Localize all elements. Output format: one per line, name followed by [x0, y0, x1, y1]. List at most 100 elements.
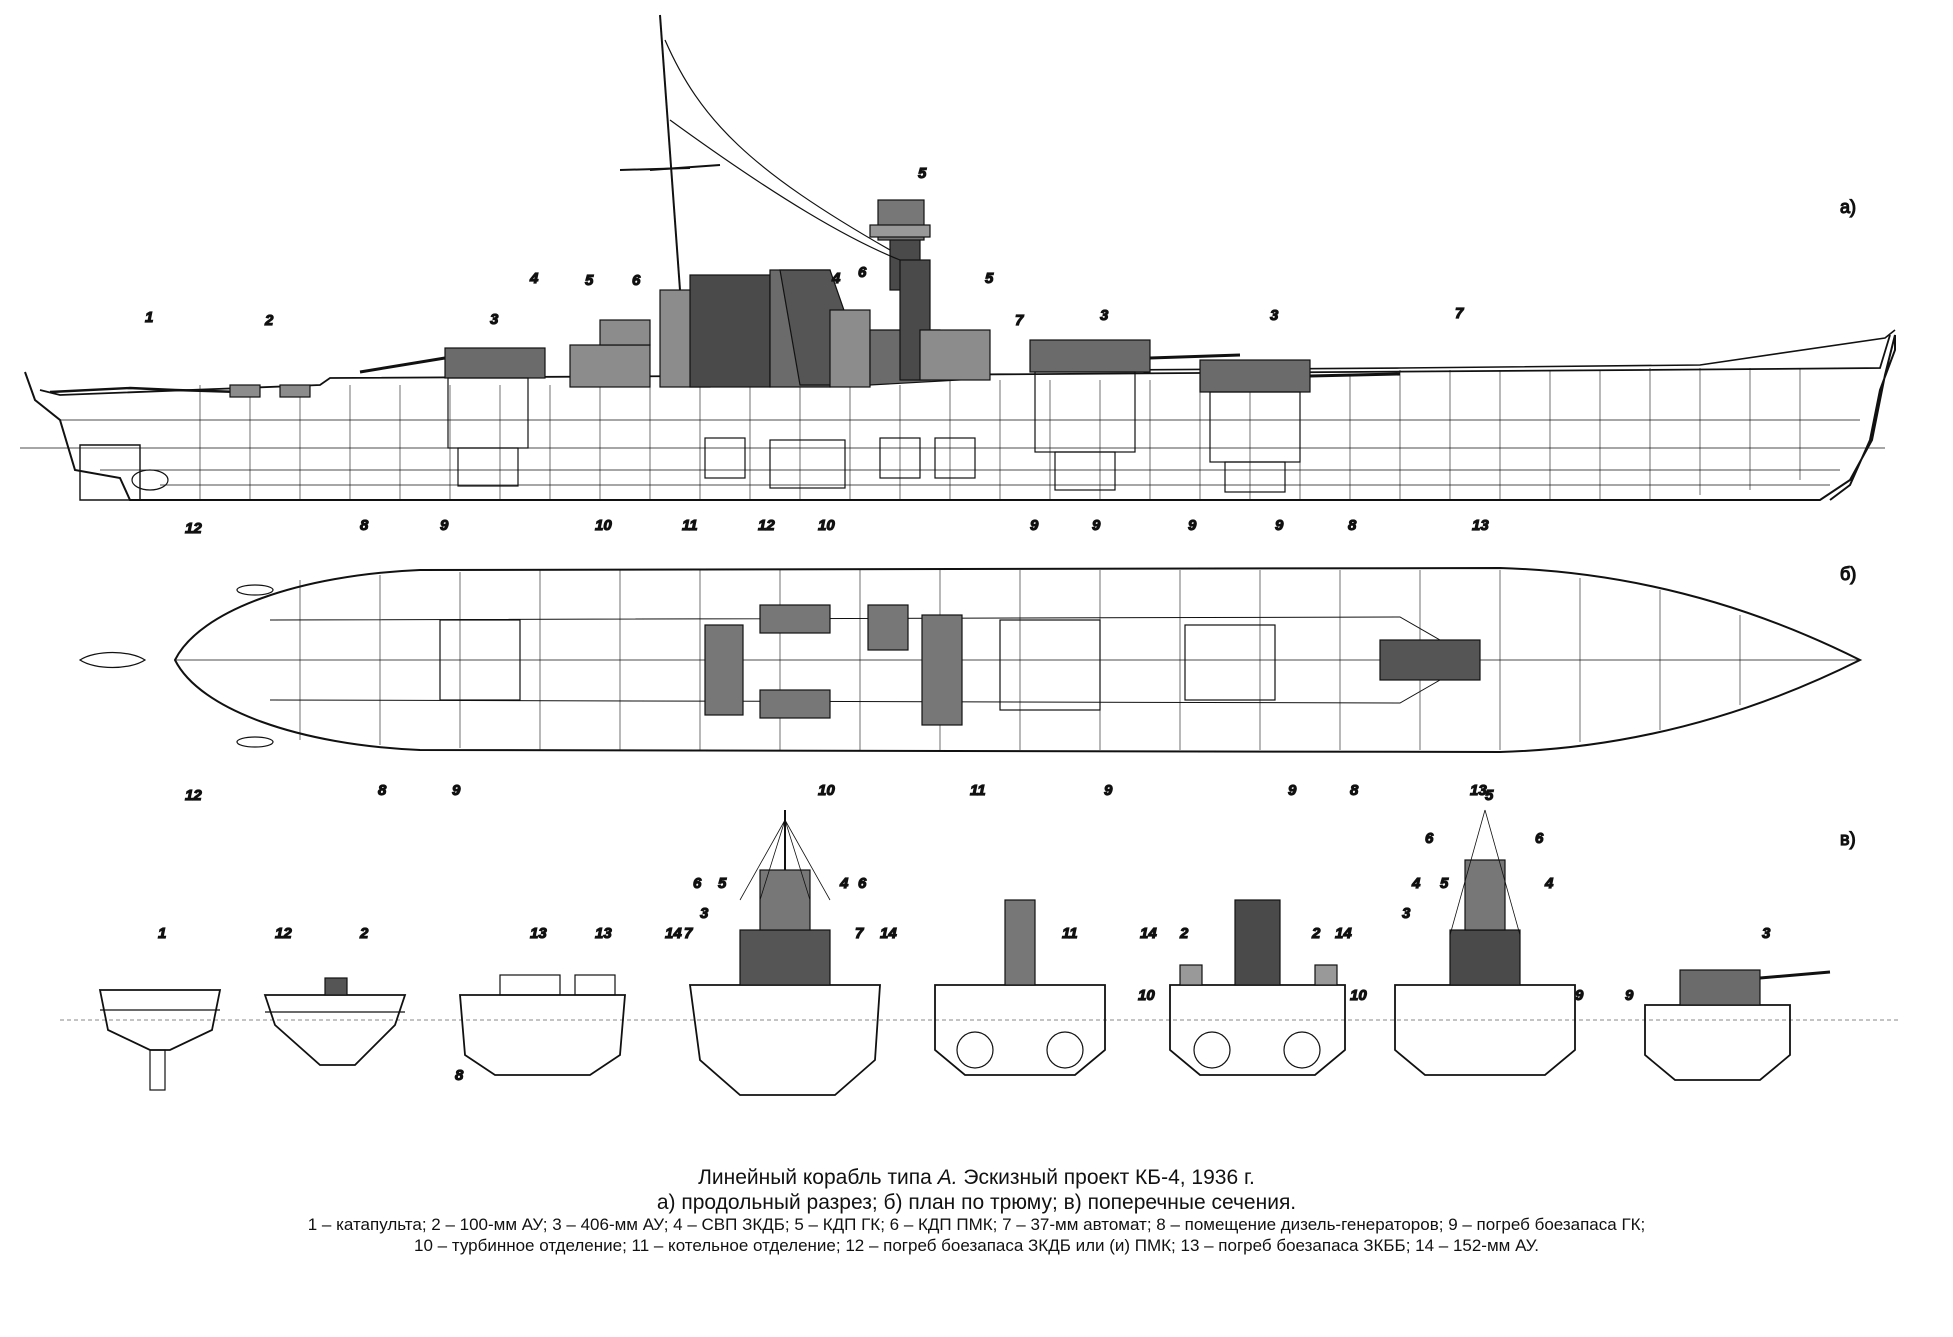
cross-section-8: 3 9	[1624, 924, 1831, 1081]
svg-text:13: 13	[1470, 782, 1487, 799]
svg-text:3: 3	[700, 905, 709, 922]
svg-text:3: 3	[1270, 307, 1279, 324]
svg-text:3: 3	[1762, 925, 1771, 942]
svg-text:4: 4	[831, 270, 841, 287]
svg-text:6: 6	[1535, 830, 1544, 847]
svg-text:5: 5	[718, 875, 727, 892]
svg-text:6: 6	[632, 272, 641, 289]
svg-text:14: 14	[1335, 925, 1352, 942]
cross-section-5: 11	[934, 899, 1106, 1076]
svg-text:9: 9	[452, 782, 461, 799]
svg-text:13: 13	[1472, 517, 1489, 534]
svg-text:11: 11	[682, 517, 698, 534]
svg-text:10: 10	[595, 517, 612, 534]
svg-text:10: 10	[1138, 987, 1155, 1004]
hull-frames	[199, 368, 1801, 500]
turret-406-forward-2	[1199, 359, 1401, 493]
hull-side-outline	[24, 334, 1896, 501]
svg-text:12: 12	[185, 520, 202, 537]
turret-base-forward	[999, 619, 1101, 711]
svg-text:8: 8	[455, 1067, 464, 1084]
svg-text:7: 7	[1455, 305, 1464, 322]
aa-mount-aft-1	[229, 384, 261, 398]
svg-text:7: 7	[684, 925, 693, 942]
machinery-spaces	[704, 437, 976, 489]
caption-title-prefix: Линейный корабль типа	[698, 1166, 932, 1189]
barbette-aft	[447, 377, 529, 449]
svg-text:7: 7	[855, 925, 864, 942]
view-label-a: а)	[1840, 197, 1856, 217]
svg-text:9: 9	[1104, 782, 1113, 799]
svg-text:5: 5	[1485, 787, 1494, 804]
caption-title-suffix: Эскизный проект КБ-4, 1936 г.	[963, 1166, 1255, 1189]
hold-plan: б) 12 12 8 9 10 10 11 9	[78, 516, 1863, 805]
svg-text:5: 5	[985, 270, 994, 287]
cross-section-4: 6 5 3 4 6 7 14 7 14	[664, 810, 898, 1096]
svg-text:3: 3	[490, 311, 499, 328]
svg-text:9: 9	[1092, 517, 1101, 534]
svg-text:6: 6	[858, 264, 867, 281]
cross-section-6: 14 2 2 14 10 10	[1137, 899, 1368, 1076]
turret-406-aft	[444, 347, 546, 379]
svg-text:4: 4	[1411, 875, 1421, 892]
main-mast	[619, 14, 901, 291]
svg-text:10: 10	[818, 782, 835, 799]
svg-text:11: 11	[1062, 925, 1078, 942]
svg-text:9: 9	[1575, 987, 1584, 1004]
caption-title-italic: А.	[937, 1166, 958, 1189]
svg-text:13: 13	[595, 925, 612, 942]
svg-text:14: 14	[880, 925, 897, 942]
propeller-plan	[78, 651, 147, 669]
aa-mount-aft-2	[279, 384, 311, 398]
svg-text:9: 9	[1625, 987, 1634, 1004]
cross-sections: в) 1 12 2 13 13 8	[60, 786, 1900, 1096]
cross-section-2: 12 2	[263, 924, 407, 1066]
superstructure	[569, 229, 991, 388]
catapult	[49, 386, 241, 394]
view-label-v: в)	[1840, 829, 1856, 849]
svg-text:6: 6	[693, 875, 702, 892]
svg-text:8: 8	[1350, 782, 1359, 799]
magazine-aft	[457, 447, 519, 487]
svg-text:1: 1	[158, 925, 166, 942]
turret-406-forward-1	[1029, 339, 1241, 491]
turret-base-aft	[439, 619, 521, 701]
svg-text:11: 11	[970, 782, 986, 799]
caption-subtitle: а) продольный разрез; б) план по трюму; …	[656, 1191, 1297, 1215]
caption-legend-line-2: 10 – турбинное отделение; 11 – котельное…	[414, 1235, 1539, 1255]
svg-text:13: 13	[530, 925, 547, 942]
longitudinal-section: а)	[20, 14, 1896, 535]
svg-text:8: 8	[378, 782, 387, 799]
svg-text:9: 9	[1288, 782, 1297, 799]
cross-section-7: 5 6 6 4 4 5 3 9	[1394, 786, 1585, 1076]
svg-text:14: 14	[665, 925, 682, 942]
svg-text:4: 4	[839, 875, 849, 892]
svg-text:5: 5	[585, 272, 594, 289]
svg-text:2: 2	[264, 312, 274, 329]
svg-text:4: 4	[1544, 875, 1554, 892]
caption-legend-line-1: 1 – катапульта; 2 – 100-мм АУ; 3 – 406-м…	[307, 1215, 1646, 1235]
svg-text:6: 6	[858, 875, 867, 892]
svg-text:12: 12	[275, 925, 292, 942]
cross-section-1: 1	[98, 924, 222, 1091]
svg-text:1: 1	[145, 309, 153, 326]
svg-text:8: 8	[1348, 517, 1357, 534]
view-label-b: б)	[1840, 564, 1856, 584]
svg-text:14: 14	[1140, 925, 1157, 942]
svg-text:9: 9	[1188, 517, 1197, 534]
svg-text:10: 10	[818, 517, 835, 534]
svg-text:2: 2	[359, 925, 369, 942]
svg-text:4: 4	[529, 270, 539, 287]
shaft-bracket-top	[236, 584, 274, 596]
svg-text:2: 2	[1179, 925, 1189, 942]
svg-text:12: 12	[758, 517, 775, 534]
svg-text:5: 5	[1440, 875, 1449, 892]
turret-base-forward-2	[1184, 624, 1276, 701]
svg-text:6: 6	[1425, 830, 1434, 847]
svg-text:3: 3	[1402, 905, 1411, 922]
svg-text:12: 12	[185, 787, 202, 804]
svg-text:3: 3	[1100, 307, 1109, 324]
svg-text:9: 9	[440, 517, 449, 534]
svg-text:7: 7	[1015, 312, 1024, 329]
